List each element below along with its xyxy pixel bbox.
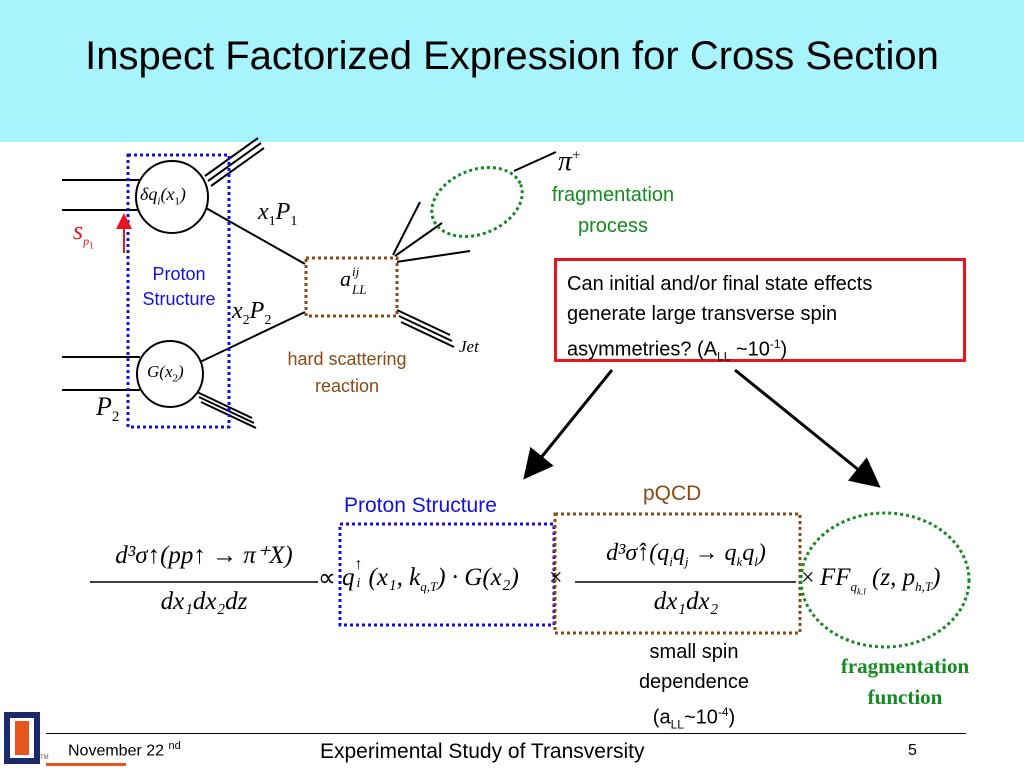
footer-date: November 22 nd: [68, 740, 181, 760]
fragmentation-process-label: fragmentation process: [551, 184, 675, 237]
out-line-2: [395, 250, 471, 263]
pqcd-label: pQCD: [643, 482, 702, 505]
question-box: Can initial and/or final state effects g…: [554, 258, 966, 364]
proton-structure-label: Proton Structure: [142, 264, 216, 309]
propto-symbol: ∝: [318, 565, 336, 592]
hard-scatter-label: hard scattering reaction: [287, 349, 407, 396]
jet-line-a: [396, 309, 451, 336]
jet-line-c: [400, 321, 455, 348]
lhs-denominator: dx₁dx₂dz: [160, 588, 248, 615]
arrow-to-fragmentation: [734, 368, 881, 488]
remnant1-b: [207, 142, 262, 182]
jet-label: Jet: [459, 337, 479, 356]
out-line-pion-side: [394, 222, 443, 257]
logo-orange-line: [46, 763, 126, 766]
pion-label: π+: [558, 146, 581, 177]
spin-dependence-note: small spin dependence (aLL~10-4): [638, 641, 750, 732]
x1p1-label: x1P1: [258, 199, 298, 229]
pqcd-denominator: dx₁dx₂: [653, 588, 719, 615]
p2-label: P2: [96, 392, 120, 426]
parton1-line: [205, 207, 306, 265]
times-symbol-2: ×: [801, 565, 815, 591]
fragmentation-ellipse: [430, 165, 524, 239]
logo-bar: [15, 721, 29, 755]
pion-line: [513, 151, 557, 172]
remnant1-c: [210, 147, 265, 187]
x2p2-label: x2P2: [232, 298, 272, 328]
times-symbol-1: ×: [549, 565, 563, 591]
q-term: q ↑ i (x₁, kq,T) · G(x₂): [342, 556, 519, 594]
a-ll-label: a ij LL: [340, 264, 367, 297]
footer-divider: [46, 733, 966, 734]
remnant2-a: [196, 391, 253, 419]
ff-term: FFqk.l (z, ph,T): [820, 564, 941, 597]
pqcd-numerator: d³σ̂↑(qiqj → qkql): [606, 540, 766, 569]
formula-pqcd-box: [553, 512, 802, 635]
proton1-blob: [135, 160, 209, 234]
spin-label: sp1: [73, 216, 94, 251]
title-banner: [0, 0, 1024, 142]
remnant1-a: [204, 137, 259, 177]
jet-line-b: [398, 315, 453, 342]
footer-title: Experimental Study of Transversity: [320, 740, 645, 763]
proton-structure-box: [126, 153, 231, 429]
proton2-blob: [136, 340, 204, 408]
slide-title: Inspect Factorized Expression for Cross …: [85, 34, 939, 78]
lhs-numerator: d³σ↑(pp↑ → π⁺X): [115, 542, 293, 569]
arrow-to-proton-structure: [523, 369, 614, 480]
remnant2-b: [198, 396, 255, 424]
g-label: G(x2): [147, 362, 184, 385]
formula-proton-structure-label: Proton Structure: [344, 494, 497, 517]
page-number: 5: [908, 742, 917, 759]
fragmentation-function-note: fragmentation function: [840, 654, 970, 709]
formula-ff-ellipse: [799, 511, 971, 649]
out-line-1: [392, 201, 421, 256]
hard-scatter-box: [304, 256, 399, 318]
parton2-line: [199, 311, 306, 363]
logo-tm: TM: [40, 755, 49, 761]
delta-q-label: δqi(x1): [140, 184, 186, 208]
